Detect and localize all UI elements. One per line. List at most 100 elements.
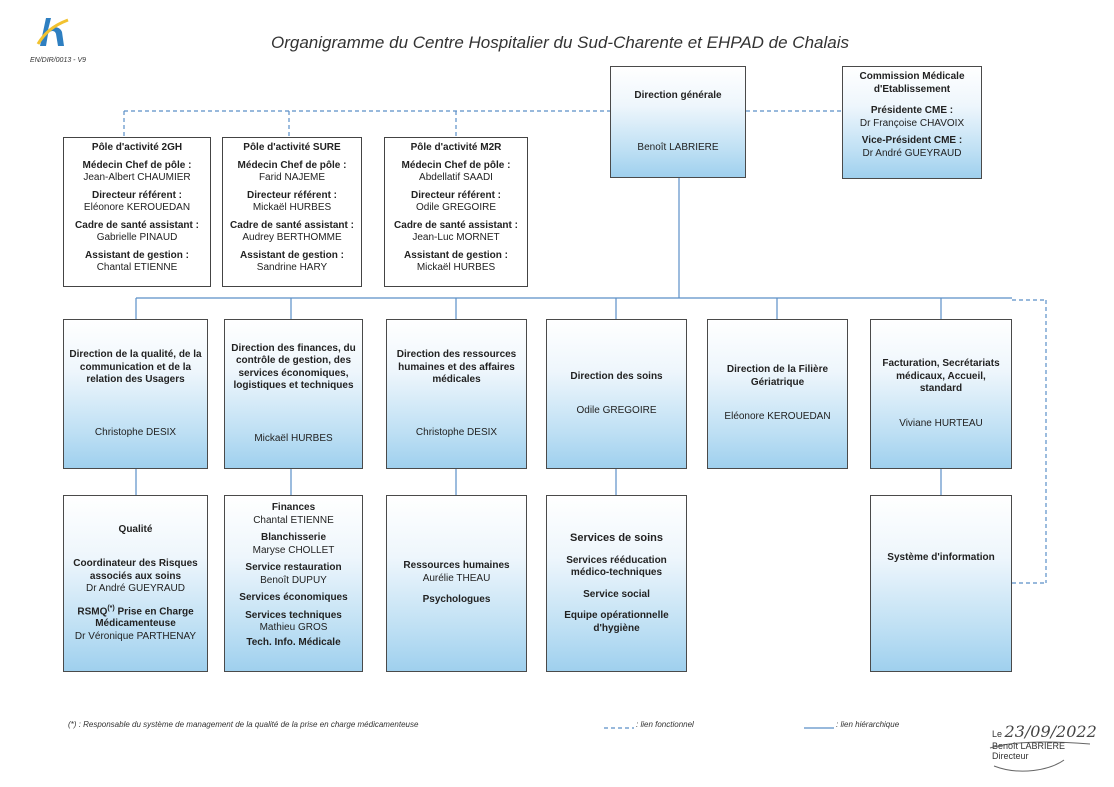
rsmq-name: Dr Véronique PARTHENAY xyxy=(74,630,197,642)
direction-head: Mickaël HURBES xyxy=(254,432,333,444)
rsmq-text: Prise en Charge Médicamenteuse xyxy=(95,605,194,630)
rsmq-prefix: RSMQ xyxy=(77,605,108,617)
rsmq-footnote-marker: (*) xyxy=(107,604,115,612)
rsmq-role: RSMQ(*) Prise en Charge Médicamenteuse xyxy=(67,605,204,631)
pole-role: Assistant de gestion : xyxy=(404,249,508,261)
pole-role: Cadre de santé assistant : xyxy=(230,219,354,231)
service-label: Ressources humaines xyxy=(403,560,510,572)
pole-role: Directeur référent : xyxy=(91,189,183,201)
pole-person: Odile GREGOIRE xyxy=(415,202,497,213)
pole-person: Mickaël HURBES xyxy=(252,202,332,213)
qualite-coordinator-role: Coordinateur des Risques associés aux so… xyxy=(73,558,198,582)
direction-head: Christophe DESIX xyxy=(94,426,177,438)
signature-name: Benoît LABRIERE xyxy=(992,741,1066,751)
pole-role: Médecin Chef de pôle : xyxy=(401,159,511,171)
pole-person: Gabrielle PINAUD xyxy=(96,232,178,243)
service-person: Mathieu GROS xyxy=(259,622,328,633)
pole-2gh-box: Pôle d'activité 2GH Médecin Chef de pôle… xyxy=(63,137,211,287)
direction-soins-box: Direction des soins Odile GREGOIRE xyxy=(546,319,687,469)
service-person: Benoît DUPUY xyxy=(260,574,327,586)
soins-services-box: Services de soins Services rééducation m… xyxy=(546,495,687,672)
pole-role: Assistant de gestion : xyxy=(85,249,189,261)
cme-title: Commission Médicale d'Etablissement xyxy=(859,71,965,95)
pole-sure-box: Pôle d'activité SURE Médecin Chef de pôl… xyxy=(222,137,362,287)
direction-rh-box: Direction des ressources humaines et des… xyxy=(386,319,527,469)
direction-title: Direction des ressources humaines et des… xyxy=(396,349,517,385)
pole-role: Assistant de gestion : xyxy=(240,249,344,261)
direction-head: Odile GREGOIRE xyxy=(576,405,657,416)
direction-head: Eléonore KEROUEDAN xyxy=(724,411,831,423)
signature-scribble xyxy=(989,741,1091,772)
qualite-coordinator-name: Dr André GUEYRAUD xyxy=(86,583,185,595)
signature-role: Directeur xyxy=(992,751,1029,761)
pole-person: Sandrine HARY xyxy=(256,262,328,273)
pole-person: Abdellatif SAADI xyxy=(419,172,493,183)
footnote: (*) : Responsable du système de manageme… xyxy=(68,720,419,729)
legend-functional-label: : lien fonctionnel xyxy=(636,720,694,729)
rh-services-box: Ressources humaines Aurélie THEAU Psycho… xyxy=(386,495,527,672)
pole-role: Médecin Chef de pôle : xyxy=(82,159,192,171)
service-label: Services rééducation médico-techniques xyxy=(566,554,667,579)
direction-finances-box: Direction des finances, du contrôle de g… xyxy=(224,319,363,469)
pole-person: Eléonore KEROUEDAN xyxy=(83,202,191,213)
direction-head: Viviane HURTEAU xyxy=(899,417,983,429)
direction-title: Direction de la qualité, de la communica… xyxy=(69,349,202,385)
service-label: Services économiques xyxy=(239,592,348,603)
pole-person: Audrey BERTHOMME xyxy=(242,232,342,243)
systeme-information-box: Système d'information xyxy=(870,495,1012,672)
direction-title: Direction des soins xyxy=(570,370,663,382)
cme-box: Commission Médicale d'Etablissement Prés… xyxy=(842,66,982,179)
qualite-box: Qualité Coordinateur des Risques associé… xyxy=(63,495,208,672)
systeme-information-title: Système d'information xyxy=(887,552,995,563)
direction-geriatrique-box: Direction de la Filière Gériatrique Eléo… xyxy=(707,319,848,469)
cme-role-presidente: Présidente CME : xyxy=(870,105,954,116)
pole-person: Farid NAJEME xyxy=(258,172,326,183)
service-label: Psychologues xyxy=(422,594,491,606)
service-label: Tech. Info. Médicale xyxy=(246,636,341,648)
pole-person: Mickaël HURBES xyxy=(416,262,496,273)
qualite-title: Qualité xyxy=(118,523,153,535)
page-title: Organigramme du Centre Hospitalier du Su… xyxy=(271,33,849,52)
pole-role: Directeur référent : xyxy=(410,189,502,201)
service-label: Blanchisserie xyxy=(260,532,327,543)
pole-person: Jean-Albert CHAUMIER xyxy=(83,172,191,183)
pole-title: Pôle d'activité 2GH xyxy=(91,142,183,153)
direction-qualite-box: Direction de la qualité, de la communica… xyxy=(63,319,208,469)
direction-generale-title: Direction générale xyxy=(634,89,722,101)
service-label: Finances xyxy=(271,502,316,513)
pole-person: Chantal ETIENNE xyxy=(96,262,178,273)
service-label: Equipe opérationnelle d'hygiène xyxy=(564,610,669,634)
soins-services-title: Services de soins xyxy=(570,531,663,544)
pole-person: Jean-Luc MORNET xyxy=(412,232,500,243)
facturation-box: Facturation, Secrétariats médicaux, Accu… xyxy=(870,319,1012,469)
service-person: Chantal ETIENNE xyxy=(253,514,334,526)
legend-hierarchical-label: : lien hiérarchique xyxy=(836,720,900,729)
pole-role: Directeur référent : xyxy=(246,189,338,201)
service-label: Service restauration xyxy=(245,562,342,573)
signature-date: 23/09/2022 xyxy=(1004,722,1097,741)
direction-generale-name: Benoît LABRIERE xyxy=(637,142,719,153)
cme-name-presidente: Dr Françoise CHAVOIX xyxy=(859,117,965,129)
service-label: Services techniques xyxy=(245,609,342,621)
direction-generale-box: Direction générale Benoît LABRIERE xyxy=(610,66,746,178)
direction-title: Facturation, Secrétariats médicaux, Accu… xyxy=(882,358,1000,394)
pole-role: Médecin Chef de pôle : xyxy=(237,159,347,171)
pole-role: Cadre de santé assistant : xyxy=(75,219,199,231)
service-person: Maryse CHOLLET xyxy=(252,544,335,556)
pole-m2r-box: Pôle d'activité M2R Médecin Chef de pôle… xyxy=(384,137,528,287)
direction-title: Direction des finances, du contrôle de g… xyxy=(231,342,356,392)
pole-title: Pôle d'activité M2R xyxy=(410,142,502,153)
direction-title: Direction de la Filière Gériatrique xyxy=(726,364,829,388)
cme-role-vice-president: Vice-Président CME : xyxy=(861,135,963,146)
signature-le: Le xyxy=(992,729,1003,739)
pole-role: Cadre de santé assistant : xyxy=(394,219,518,231)
direction-head: Christophe DESIX xyxy=(415,426,498,438)
cme-name-vice-president: Dr André GUEYRAUD xyxy=(862,147,962,159)
document-reference: EN/DIR/0013 - V9 xyxy=(30,57,87,64)
signature-block: Le 23/09/2022 Benoît LABRIERE Directeur xyxy=(992,722,1102,761)
pole-title: Pôle d'activité SURE xyxy=(243,142,341,153)
service-person: Aurélie THEAU xyxy=(422,572,491,584)
hospital-logo xyxy=(36,18,69,46)
finances-services-box: Finances Chantal ETIENNE Blanchisserie M… xyxy=(224,495,363,672)
